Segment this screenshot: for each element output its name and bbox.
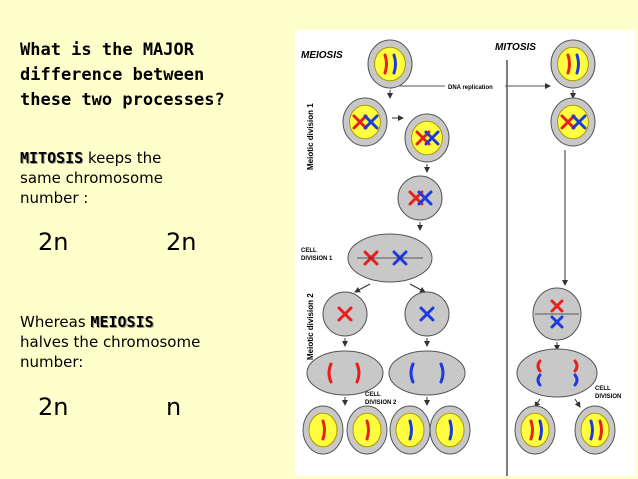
chromosome-blue [419,306,435,322]
mitosis-paragraph: MITOSIS keeps the same chromosome number… [20,148,280,208]
step-arrow [354,283,371,293]
mitosis-word: MITOSIS [20,149,84,167]
chromosome-red [365,419,370,441]
question-text: What is the MAJOR difference between the… [20,38,290,113]
mitosis-line-3: number : [20,189,89,207]
cell-division-2-label-a: CELL [365,392,381,398]
meiosis-dividing-cell-2b [388,350,466,396]
meiosis-title: MEIOSIS [301,50,343,61]
question-line-3: these two processes? [20,90,225,110]
meiosis-pairing-cell-nucleus [411,120,443,156]
meiosis-parent-cell-nucleus [374,46,406,82]
meiosis-ratio-to: n [166,393,182,421]
cell-division-1-label-b: DIVISION 1 [301,256,333,262]
chromosome-blue [448,419,453,441]
chromosome-red [327,362,333,384]
chromosome-red [536,359,542,373]
mitosis-ratio-from: 2n [38,228,69,256]
chromosome-blue [550,315,564,329]
chromosome-red [337,306,353,322]
chromosome-blue [536,373,542,387]
chromosome-blue [538,419,543,441]
chromosome-red [321,419,326,441]
mitosis-anaphase-cell [516,348,598,398]
meiosis-paragraph: Whereas MEIOSIS halves the chromosome nu… [20,312,280,372]
chromosome-blue [575,53,580,75]
meiosis-dividing-cell-2a [306,350,384,396]
mitosis-daughter-cell-b-nucleus [580,412,610,448]
meiosis-mitosis-diagram: MEIOSIS MITOSIS DNA replication Meiotic … [295,30,635,476]
chromosome-red [355,362,361,384]
step-arrow [574,398,581,408]
meiosis-ratio-from: 2n [38,393,69,421]
mitosis-ratio: 2n 2n [38,228,196,256]
chromosome-red [566,53,571,75]
chromosome-blue [439,362,445,384]
mitosis-ratio-to: 2n [166,228,197,256]
chromosome-blue [424,130,440,146]
chromosome-red [529,419,534,441]
meiosis-metaphase-cell [397,175,443,221]
chromosome-blue [417,190,433,206]
chromosome-red [598,419,603,441]
meiosis-line-3: number: [20,353,84,371]
dna-replication-label: DNA replication [448,85,493,91]
chromosome-blue [571,114,587,130]
chromosome-blue [363,114,379,130]
cell-division-mitosis-label-a: CELL [595,386,611,392]
question-line-1: What is the MAJOR [20,40,194,60]
chromosome-blue [392,53,397,75]
cell-division-1-label-a: CELL [301,248,317,254]
meiosis-replicated-cell-nucleus [349,104,381,140]
meiosis-line-2: halves the chromosome [20,333,201,351]
chromosome-red [573,359,579,373]
mitosis-parent-cell-nucleus [557,46,589,82]
chromosome-red [383,53,388,75]
meiosis-prefix: Whereas [20,313,91,331]
question-line-2: difference between [20,65,205,85]
step-arrow [409,283,426,293]
mitosis-title: MITOSIS [495,42,536,53]
mitosis-line-2: same chromosome [20,169,164,187]
chromosome-blue [409,362,415,384]
meiotic-division-1-label: Meiotic division 1 [306,103,315,170]
chromosome-red [550,299,564,313]
mitosis-replicated-cell-nucleus [557,104,589,140]
meiosis-word: MEIOSIS [90,313,154,331]
chromosome-blue [589,419,594,441]
mitosis-daughter-cell-a-nucleus [520,412,550,448]
chromosome-blue [408,419,413,441]
chromosome-red [352,114,368,130]
meiotic-division-2-label: Meiotic division 2 [306,293,315,360]
chromosome-red [560,114,576,130]
cell-division-mitosis-label-b: DIVISION [595,394,621,400]
mitosis-rest: keeps the [83,149,162,167]
meiosis-ratio: 2n n [38,393,181,421]
cell-division-2-label-b: DIVISION 2 [365,400,397,406]
chromosome-blue [573,373,579,387]
